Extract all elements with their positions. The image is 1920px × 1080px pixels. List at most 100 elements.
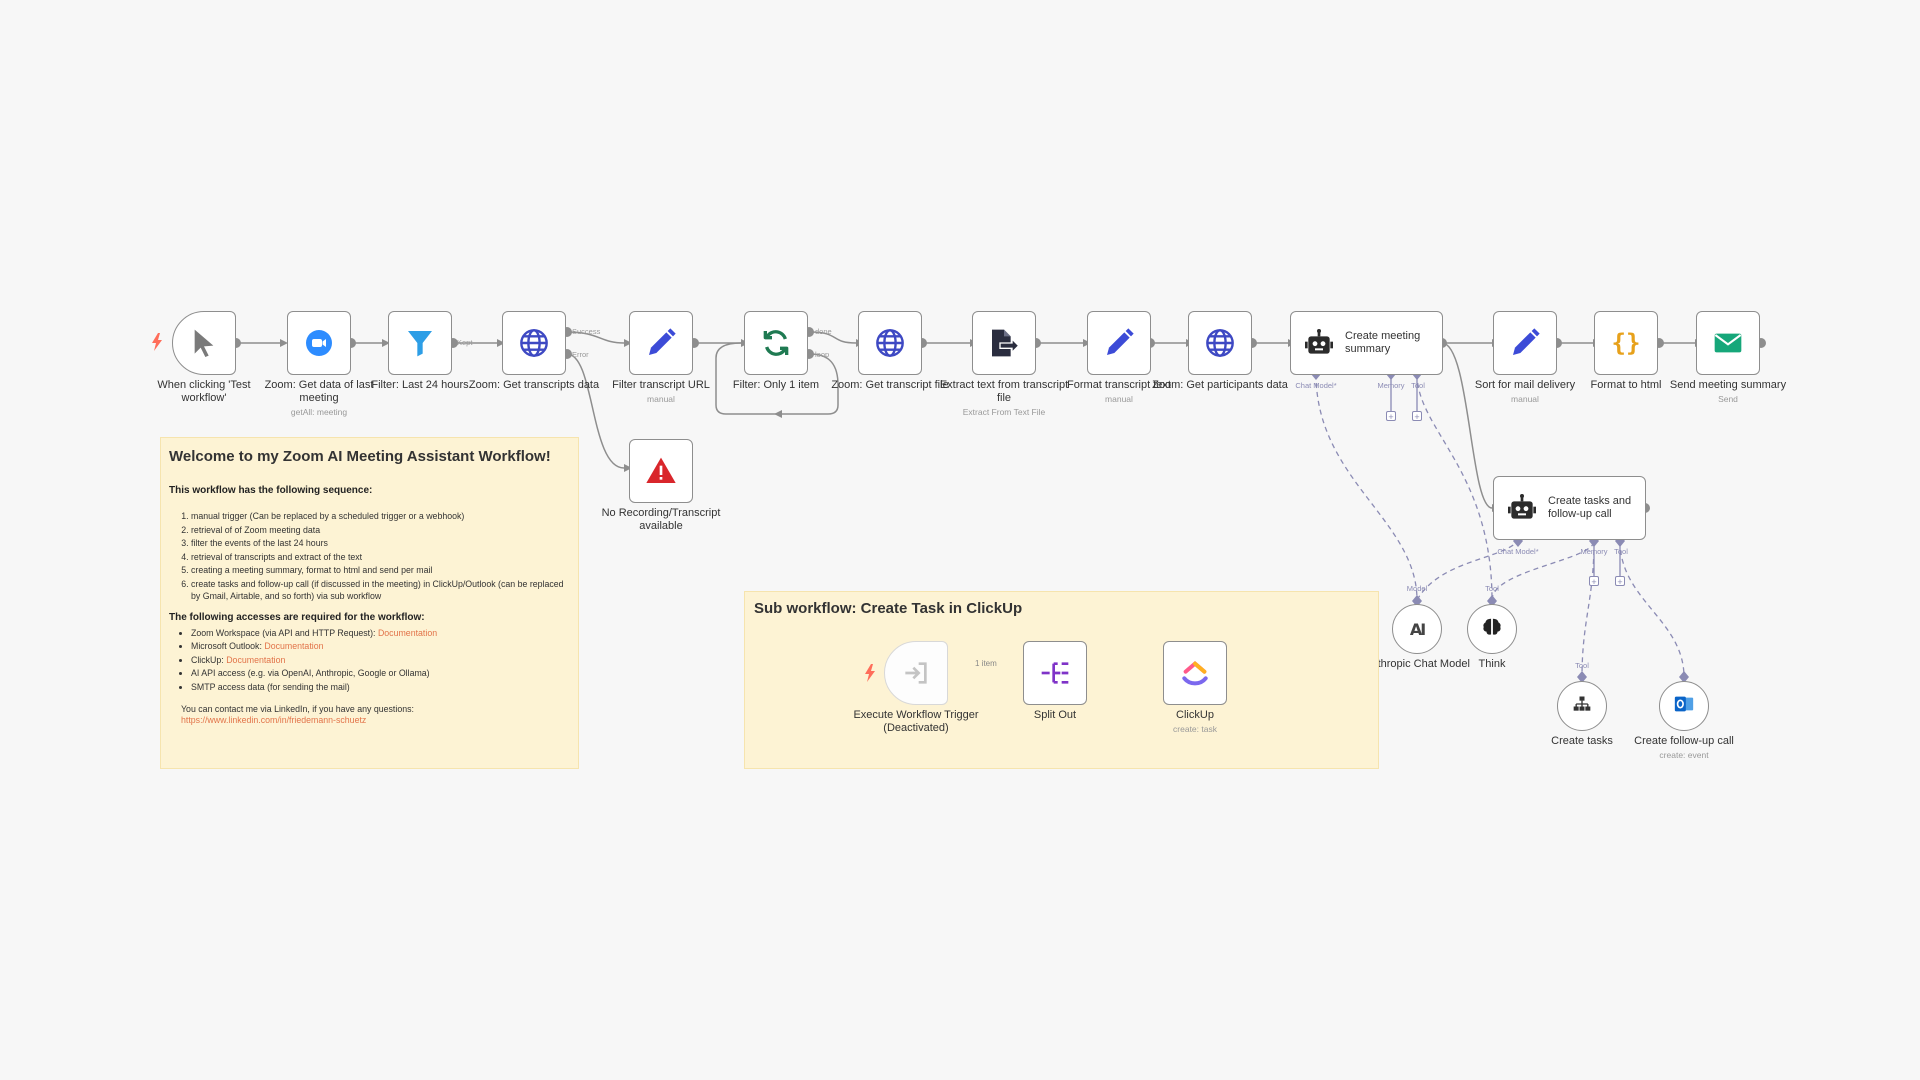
code-braces-icon: {} <box>1608 325 1644 361</box>
access-item: Microsoft Outlook: Documentation <box>191 640 570 654</box>
exec-trigger-bolt-icon <box>865 664 875 682</box>
documentation-link[interactable]: Documentation <box>226 654 286 665</box>
label-zoom-get-meeting: Zoom: Get data of last meeting <box>264 379 374 404</box>
node-zoom-get-meeting[interactable] <box>287 311 351 375</box>
handle-memory-2: Memory <box>1580 547 1608 556</box>
sequence-step: retrieval of transcripts and extract of … <box>191 551 570 565</box>
node-extract-text[interactable] <box>972 311 1036 375</box>
node-sort-mail[interactable] <box>1493 311 1557 375</box>
label-zoom-participants: Zoom: Get participants data <box>1152 379 1288 391</box>
handle-tool-think: Tool <box>1485 584 1499 593</box>
warning-icon <box>643 453 679 489</box>
loop-icon <box>758 325 794 361</box>
funnel-icon <box>402 325 438 361</box>
sublabel-extract-text: Extract From Text File <box>962 407 1046 417</box>
node-zoom-transcript-file[interactable] <box>858 311 922 375</box>
node-format-html[interactable]: {} <box>1594 311 1658 375</box>
node-create-tasks-call[interactable]: Create tasks and follow-up call <box>1493 476 1646 540</box>
label-create-followup: Create follow-up call <box>1634 735 1734 747</box>
ai-wire-tool-createtasks <box>1581 540 1595 678</box>
node-zoom-participants[interactable] <box>1188 311 1252 375</box>
add-tool-button-2[interactable]: + <box>1615 576 1625 587</box>
label-sort-mail: Sort for mail delivery <box>1474 379 1576 391</box>
sticky-note-welcome[interactable]: Welcome to my Zoom AI Meeting Assistant … <box>160 437 579 769</box>
sequence-step: manual trigger (Can be replaced by a sch… <box>191 510 570 524</box>
sublabel-create-followup: create: event <box>1659 750 1709 760</box>
node-filter-transcript-url[interactable] <box>629 311 693 375</box>
node-split-out[interactable] <box>1023 641 1087 705</box>
access-item: ClickUp: Documentation <box>191 654 570 668</box>
node-filter-24h[interactable] <box>388 311 452 375</box>
node-format-transcript[interactable] <box>1087 311 1151 375</box>
add-memory-button[interactable]: + <box>1386 411 1396 422</box>
note-access-heading: The following accesses are required for … <box>169 611 425 623</box>
globe-icon <box>872 325 908 361</box>
sublabel-send-summary: Send <box>1718 394 1738 404</box>
wire-loop-done <box>809 331 857 344</box>
label-filter-24h: Filter: Last 24 hours <box>371 379 469 391</box>
access-item: AI API access (e.g. via OpenAI, Anthropi… <box>191 667 570 681</box>
ai-wire-tasks-model <box>1416 540 1519 601</box>
brain-icon <box>1481 616 1503 643</box>
handle-model: Model <box>1406 584 1428 593</box>
trigger-bolt-icon <box>152 333 162 351</box>
linkedin-link[interactable]: https://www.linkedin.com/in/friedemann-s… <box>181 715 367 725</box>
add-memory-button-2[interactable]: + <box>1589 576 1599 587</box>
label-no-recording: No Recording/Transcript available <box>601 507 721 532</box>
label-format-transcript: Format transcript text <box>1067 379 1171 391</box>
documentation-link[interactable]: Documentation <box>377 627 438 638</box>
sitemap-icon <box>1572 694 1592 719</box>
wire-label-kept: Kept <box>457 338 473 347</box>
handle-tool: Tool <box>1411 381 1425 390</box>
ai-wire-tasks-tool <box>1491 540 1595 601</box>
sequence-step: create tasks and follow-up call (if disc… <box>191 578 570 602</box>
sticky-note-subworkflow[interactable]: Sub workflow: Create Task in ClickUp <box>744 591 1379 769</box>
split-icon <box>1037 655 1073 691</box>
label-split-out: Split Out <box>1033 709 1077 721</box>
label-send-summary: Send meeting summary <box>1669 379 1787 391</box>
wire-success <box>566 331 625 344</box>
handle-tool-2: Tool <box>1614 547 1628 556</box>
sequence-step: creating a meeting summary, format to ht… <box>191 564 570 578</box>
sublabel-zoom-get-meeting: getAll: meeting <box>290 407 348 417</box>
node-zoom-get-transcripts[interactable] <box>502 311 566 375</box>
label-format-html: Format to html <box>1590 379 1662 391</box>
subworkflow-title: Sub workflow: Create Task in ClickUp <box>754 600 1023 617</box>
access-item: Zoom Workspace (via API and HTTP Request… <box>191 627 570 641</box>
node-think[interactable] <box>1467 604 1517 654</box>
handle-tool-create-tasks: Tool <box>1575 661 1589 670</box>
label-zoom-get-transcripts: Zoom: Get transcripts data <box>468 379 600 391</box>
documentation-link[interactable]: Documentation <box>264 641 324 651</box>
anthropic-icon: AI <box>1409 619 1426 639</box>
node-create-tasks[interactable] <box>1557 681 1607 731</box>
node-no-recording[interactable] <box>629 439 693 503</box>
node-manual-trigger[interactable] <box>172 311 236 375</box>
handle-memory: Memory <box>1377 381 1405 390</box>
handle-chat-model: Chat Model* <box>1295 381 1337 390</box>
title-create-tasks-call: Create tasks and follow-up call <box>1548 495 1632 520</box>
note-sequence-list: manual trigger (Can be replaced by a sch… <box>169 510 570 602</box>
node-anthropic[interactable]: AI <box>1392 604 1442 654</box>
ai-wire-tool-followup <box>1619 540 1685 678</box>
wire-label-loop: loop <box>815 350 830 359</box>
node-execute-workflow-trigger[interactable] <box>884 641 948 705</box>
zoom-icon <box>301 325 337 361</box>
node-create-summary[interactable]: Create meeting summary <box>1290 311 1443 375</box>
wire-error <box>566 353 625 469</box>
cursor-icon <box>186 325 222 361</box>
sublabel-filter-transcript-url: manual <box>647 394 675 404</box>
label-execute-workflow-trigger: Execute Workflow Trigger (Deactivated) <box>853 709 979 734</box>
node-create-followup[interactable] <box>1659 681 1709 731</box>
pencil-icon <box>1101 325 1137 361</box>
node-send-summary[interactable] <box>1696 311 1760 375</box>
node-clickup[interactable] <box>1163 641 1227 705</box>
wire-label-error: Error <box>572 350 589 359</box>
envelope-icon <box>1710 325 1746 361</box>
node-filter-only-one[interactable] <box>744 311 808 375</box>
label-think: Think <box>1478 658 1506 670</box>
note-sequence-heading: This workflow has the following sequence… <box>169 485 373 496</box>
outlook-icon <box>1673 693 1695 720</box>
add-tool-button[interactable]: + <box>1412 411 1422 422</box>
pencil-icon <box>643 325 679 361</box>
